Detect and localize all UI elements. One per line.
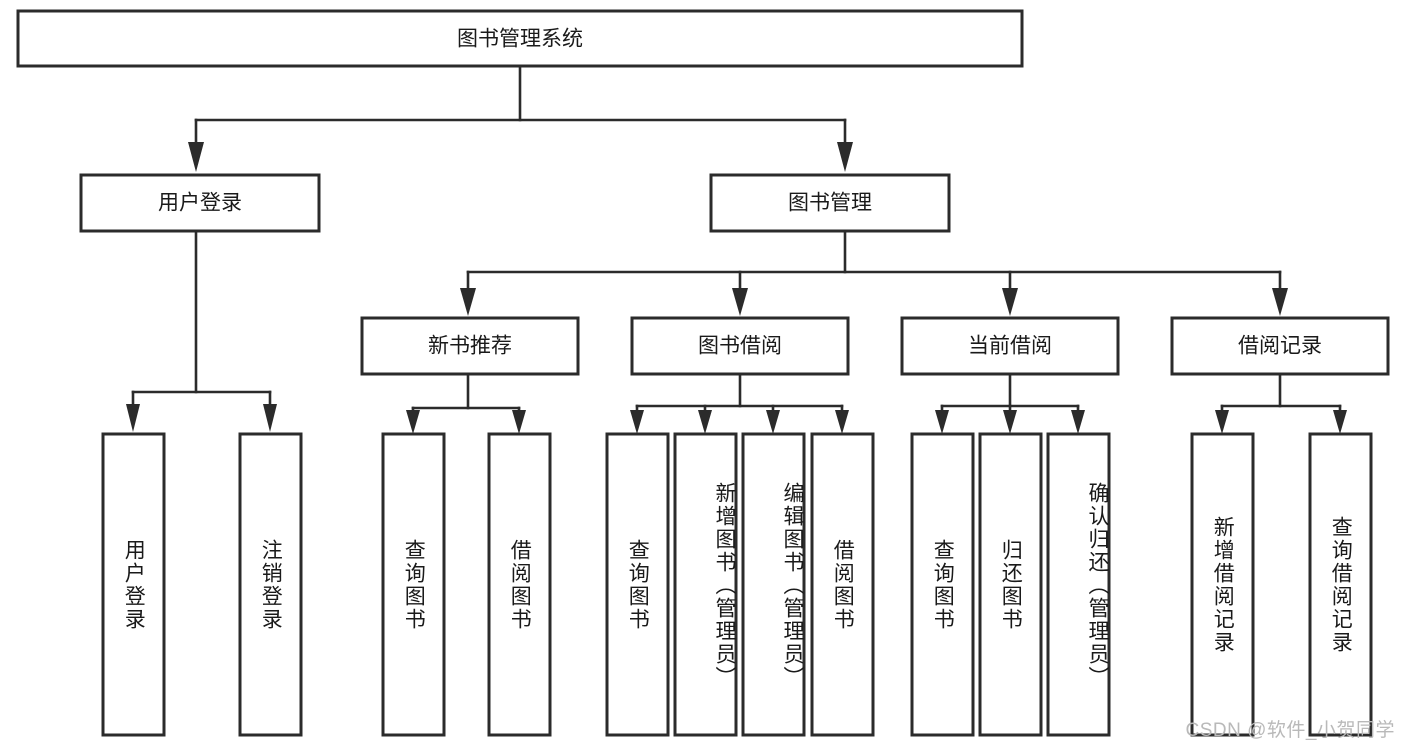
connector-group-user-login (126, 230, 277, 432)
node-leaf-borrow-book-2-box[interactable] (810, 432, 875, 737)
connector-group-new-book-rec (406, 373, 526, 434)
node-new-book-rec-box[interactable] (360, 316, 580, 376)
arrow-head-current-borrow (1002, 288, 1018, 316)
node-leaf-query-book-3-box[interactable] (910, 432, 975, 737)
node-root-label: 图书管理系统 (457, 28, 583, 51)
node-leaf-logout-box[interactable] (238, 432, 303, 737)
arrow-head-borrow-record (1272, 288, 1288, 316)
node-current-borrow-label: 当前借阅 (968, 335, 1052, 358)
node-leaf-add-book-box[interactable] (673, 432, 738, 737)
arrow-head-query-record (1333, 410, 1347, 434)
connector-group-root (188, 65, 853, 172)
node-user-login-label: 用户登录 (158, 192, 242, 215)
node-root-box[interactable] (16, 9, 1024, 68)
arrow-head-edit-book (766, 410, 780, 434)
node-root[interactable]: 图书管理系统 (16, 9, 1024, 68)
node-leaf-user-login-box[interactable] (101, 432, 166, 737)
node-borrow-record[interactable]: 借阅记录 (1170, 316, 1390, 376)
arrow-head-new-book-rec (460, 288, 476, 316)
arrow-head-query-book-2 (630, 410, 644, 434)
node-book-manage[interactable]: 图书管理 (709, 173, 951, 233)
node-new-book-rec[interactable]: 新书推荐 (360, 316, 580, 376)
node-borrow-record-label: 借阅记录 (1238, 335, 1322, 358)
arrow-head-confirm-return (1071, 410, 1085, 434)
node-leaf-borrow-book-1-box[interactable] (487, 432, 552, 737)
node-current-borrow-box[interactable] (900, 316, 1120, 376)
connector-group-borrow-record (1215, 373, 1347, 434)
node-user-login-box[interactable] (79, 173, 321, 233)
node-borrow-record-box[interactable] (1170, 316, 1390, 376)
node-leaf-add-record-box[interactable] (1190, 432, 1255, 737)
node-new-book-rec-label: 新书推荐 (428, 335, 512, 358)
arrow-head-book-manage (837, 142, 853, 172)
arrow-head-add-book (698, 410, 712, 434)
arrow-head-book-borrow (732, 288, 748, 316)
connector-group-book-borrow (630, 373, 849, 434)
node-user-login[interactable]: 用户登录 (79, 173, 321, 233)
node-book-manage-box[interactable] (709, 173, 951, 233)
connector-group-book-manage (460, 230, 1288, 316)
arrow-head-add-record (1215, 410, 1229, 434)
node-leaf-edit-book-box[interactable] (741, 432, 806, 737)
connector-group-current-borrow (935, 373, 1085, 434)
arrow-head-user-login (188, 142, 204, 172)
arrow-head-borrow-book-2 (835, 410, 849, 434)
node-leaf-query-book-1-box[interactable] (381, 432, 446, 737)
arrow-head-leaf-logout (263, 404, 277, 432)
node-leaf-return-book-box[interactable] (978, 432, 1043, 737)
node-book-borrow[interactable]: 图书借阅 (630, 316, 850, 376)
node-book-borrow-box[interactable] (630, 316, 850, 376)
node-book-borrow-label: 图书借阅 (698, 335, 782, 358)
node-leaf-query-record-box[interactable] (1308, 432, 1373, 737)
arrow-head-leaf-user-login (126, 404, 140, 432)
leaf-boxes (101, 432, 1373, 737)
node-leaf-confirm-return-box[interactable] (1046, 432, 1111, 737)
node-current-borrow[interactable]: 当前借阅 (900, 316, 1120, 376)
arrow-head-query-book-1 (406, 410, 420, 434)
node-book-manage-label: 图书管理 (788, 192, 872, 215)
node-leaf-query-book-2-box[interactable] (605, 432, 670, 737)
arrow-head-query-book-3 (935, 410, 949, 434)
arrow-head-return-book (1003, 410, 1017, 434)
csdn-watermark: CSDN @软件_小贺同学 (1185, 720, 1395, 741)
arrow-head-borrow-book-1 (512, 410, 526, 434)
